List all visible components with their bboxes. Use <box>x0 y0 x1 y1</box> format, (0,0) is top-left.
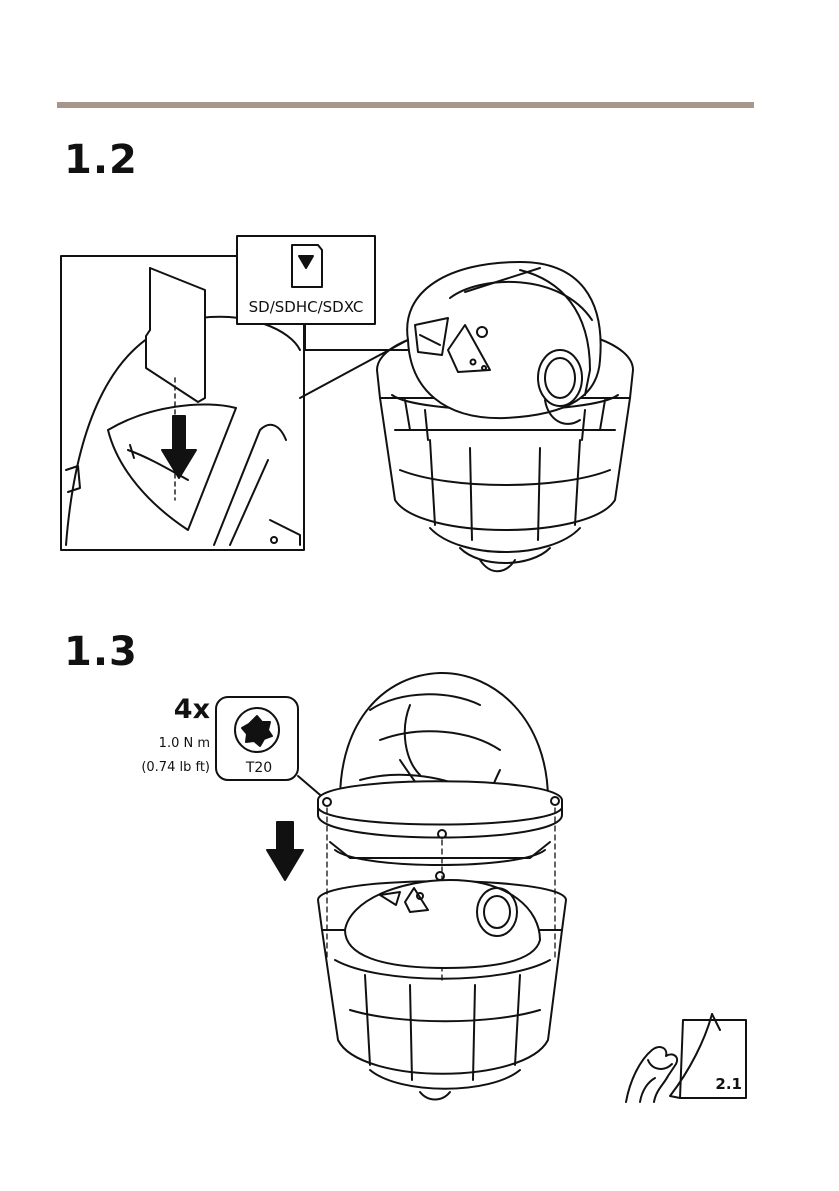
torque-imperial: (0.74 lb ft) <box>104 760 210 775</box>
next-step-reference: 2.1 <box>708 1075 742 1093</box>
down-arrow-icon <box>267 822 303 880</box>
torque-metric: 1.0 N m <box>110 736 210 751</box>
tool-callout <box>216 697 326 800</box>
fastener-quantity: 4x <box>166 694 210 725</box>
ptz-camera-base <box>318 880 566 1100</box>
tool-size: T20 <box>226 760 292 776</box>
dome-cover <box>318 673 562 894</box>
